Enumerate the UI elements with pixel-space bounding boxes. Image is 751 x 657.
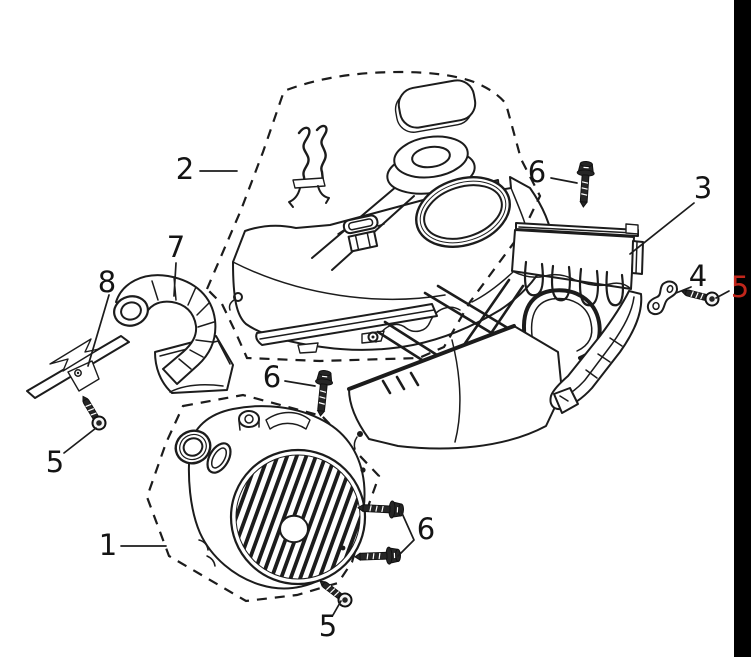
leader-3 xyxy=(629,202,695,255)
wire-clamp xyxy=(646,280,678,316)
latch-buckle xyxy=(337,214,385,253)
fan-cover-knob xyxy=(238,410,260,431)
right-edge-bar xyxy=(734,0,751,657)
callout-label-3: 3 xyxy=(694,171,712,205)
callout-label-6-top: 6 xyxy=(528,155,546,189)
callout-label-5-bottom: 5 xyxy=(319,609,337,643)
leader-6-middle xyxy=(284,380,316,387)
callout-labels: 2 6 3 4 5 7 8 5 1 6 6 5 xyxy=(46,152,749,643)
callout-label-5-right: 5 xyxy=(731,270,749,304)
leader-5-bottom xyxy=(332,600,342,616)
duct-ring xyxy=(113,295,149,327)
leader-lines xyxy=(63,170,730,616)
lower-shroud-panel xyxy=(347,324,563,450)
seal-ring xyxy=(415,176,511,248)
grommet-ring xyxy=(174,429,212,465)
leader-6-pair xyxy=(397,510,415,557)
callout-label-2: 2 xyxy=(176,152,194,186)
callout-label-6-middle: 6 xyxy=(263,360,281,394)
cylinder-shroud xyxy=(471,222,644,414)
rubber-pad xyxy=(394,79,477,133)
leader-7 xyxy=(173,262,177,297)
leader-5-left xyxy=(63,427,97,454)
callout-label-5-left: 5 xyxy=(46,445,64,479)
retainer-clip-icon xyxy=(288,124,330,208)
fan-cover-oval-opening xyxy=(206,442,232,474)
callout-label-4: 4 xyxy=(689,259,707,293)
arrow-bracket xyxy=(26,335,130,399)
callout-label-6-pair: 6 xyxy=(417,512,435,546)
bottom-rail xyxy=(228,292,438,354)
leader-8 xyxy=(87,294,110,367)
leader-6-top xyxy=(550,177,578,184)
fan-grille xyxy=(229,448,367,586)
fan-cover-tab xyxy=(265,411,311,430)
leader-5-right xyxy=(715,290,730,299)
callout-label-7: 7 xyxy=(167,230,185,264)
fan-cover xyxy=(174,405,367,590)
leader-4 xyxy=(675,286,692,294)
callout-label-1: 1 xyxy=(99,528,117,562)
shroud-frame xyxy=(549,290,643,414)
callout-label-8: 8 xyxy=(98,265,116,299)
air-duct xyxy=(113,274,234,394)
